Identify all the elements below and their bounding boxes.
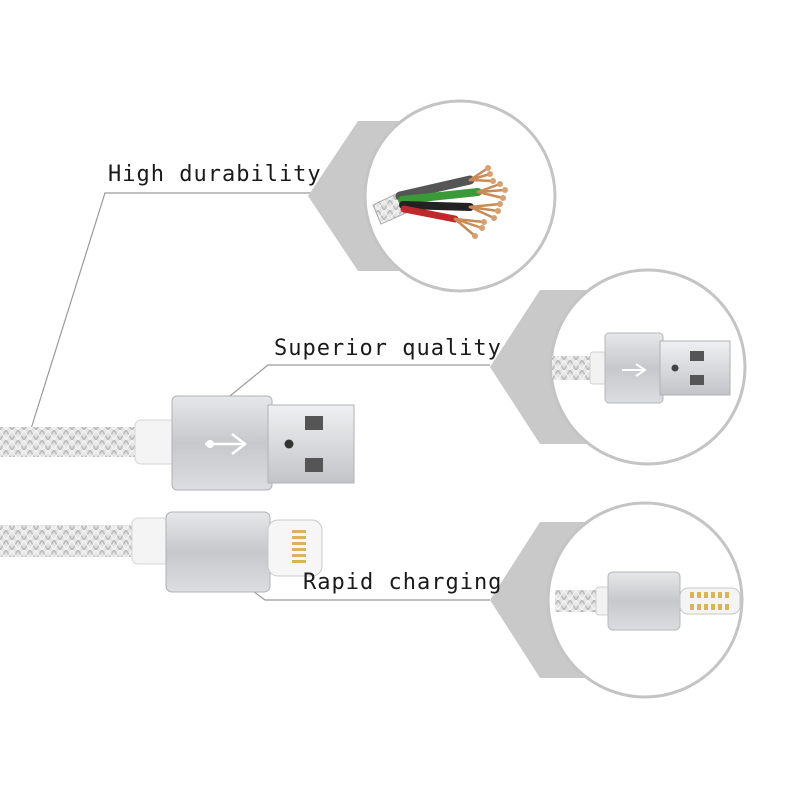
charging-badge (490, 501, 744, 699)
usb-a-plug-icon (552, 332, 731, 404)
wire-cross-section-icon (372, 165, 508, 239)
usb-a-cable (0, 395, 355, 491)
lightning-cable (0, 511, 323, 593)
feature-label-quality: Superior quality (274, 336, 502, 361)
feature-label-charging: Rapid charging (303, 570, 503, 595)
lightning-plug-icon (555, 571, 741, 631)
durability-badge (308, 99, 557, 293)
feature-label-durability: High durability (108, 162, 322, 187)
quality-badge (490, 268, 747, 466)
